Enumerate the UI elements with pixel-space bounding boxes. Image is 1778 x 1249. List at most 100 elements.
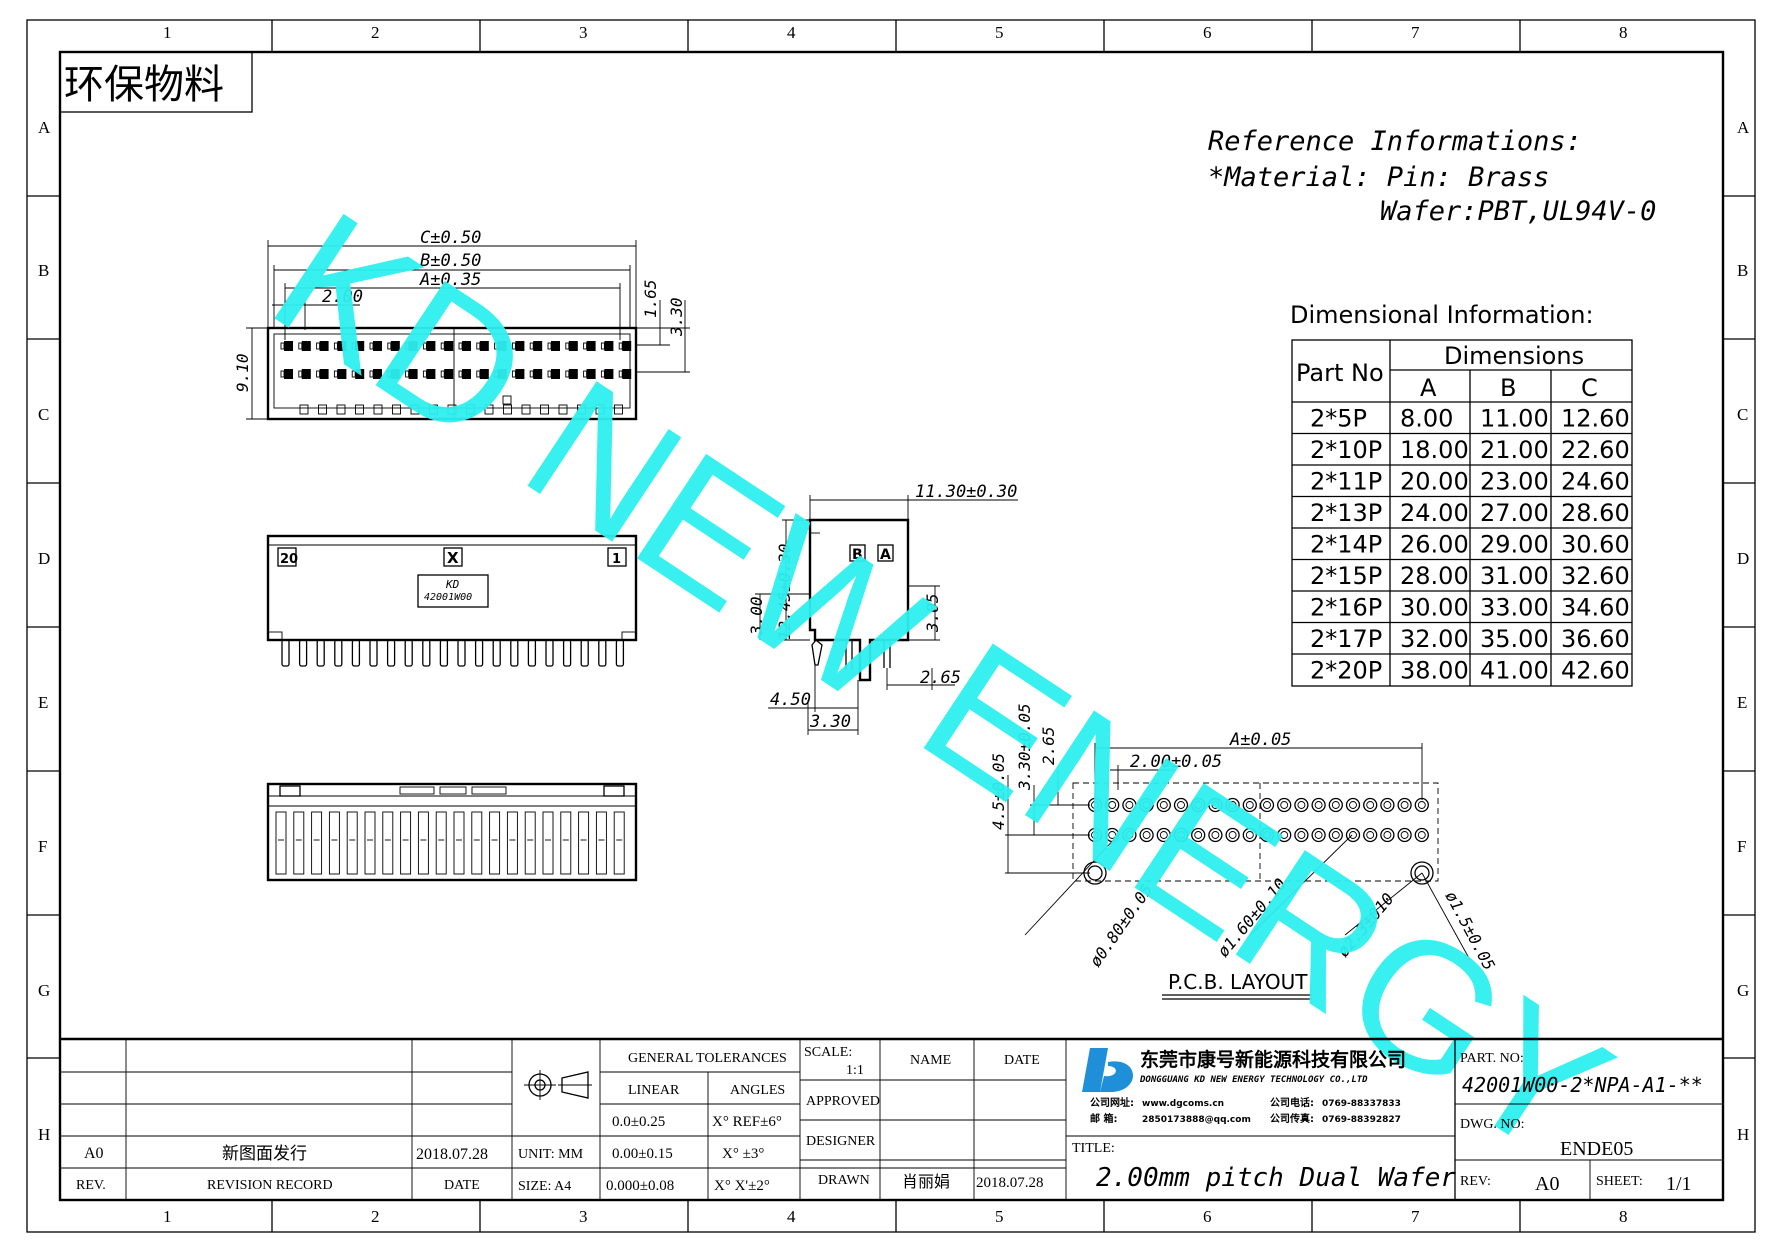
front-view <box>266 534 638 667</box>
company-logo-icon <box>1082 1048 1108 1092</box>
eco-stamp-box <box>59 51 253 113</box>
table-cell-c: 24.60 <box>1561 468 1630 496</box>
table-cell-a: 32.00 <box>1400 625 1469 653</box>
dim-top-b: B±0.50 <box>420 251 481 271</box>
dim-top-165: 1.65 <box>641 279 660 318</box>
row-label: G <box>38 981 50 1000</box>
column-label: 3 <box>579 23 588 42</box>
column-grid <box>271 20 1521 1232</box>
drawn-name: 肖丽娟 <box>902 1173 950 1191</box>
front-pin-1: 1 <box>612 552 621 567</box>
table-cell-a: 30.00 <box>1400 594 1469 622</box>
title-block <box>60 1037 1723 1200</box>
row-label: F <box>38 837 47 856</box>
date-header: DATE <box>1004 1053 1040 1068</box>
dimension-table-caption: Dimensional Information: <box>1290 301 1594 329</box>
table-cell-b: 27.00 <box>1480 499 1549 527</box>
designer-label: DESIGNER <box>806 1134 876 1149</box>
company-fax: 0769-88392827 <box>1322 1115 1401 1125</box>
column-label: 4 <box>787 23 796 42</box>
tol-angle-1: X° REF±6° <box>712 1114 782 1130</box>
table-cell-b: 33.00 <box>1480 594 1549 622</box>
company-web: www.dgcoms.cn <box>1142 1099 1224 1109</box>
dim-side-width: 11.30±0.30 <box>915 482 1017 502</box>
front-pin-x: X <box>447 549 459 567</box>
table-cell-b: 21.00 <box>1480 436 1549 464</box>
table-cell-c: 32.60 <box>1561 562 1630 590</box>
row-label: D <box>1737 549 1749 568</box>
table-header-b: B <box>1500 374 1516 402</box>
side-mark-a: A <box>880 547 891 563</box>
front-pin-20: 20 <box>280 552 298 567</box>
tol-linear-1: 0.0±0.25 <box>612 1114 665 1130</box>
table-cell-b: 41.00 <box>1480 657 1549 685</box>
dim-side-450: 4.50 <box>770 690 811 710</box>
drawn-label: DRAWN <box>818 1173 870 1188</box>
part-no: 42001W00-2*NPA-A1-** <box>1462 1073 1703 1097</box>
column-label: 8 <box>1619 23 1628 42</box>
side-view <box>755 495 1018 735</box>
table-cell-c: 42.60 <box>1561 657 1630 685</box>
rev-header-rev: REV. <box>76 1178 106 1193</box>
row-label: B <box>38 261 49 280</box>
tol-angle-2: X° ±3° <box>722 1146 764 1162</box>
table-cell-a: 18.00 <box>1400 436 1469 464</box>
row-label: H <box>1737 1125 1749 1144</box>
table-cell-part: 2*10P <box>1310 436 1382 464</box>
rev-row-date: 2018.07.28 <box>416 1146 488 1163</box>
top-view <box>246 240 690 421</box>
dwg-no: ENDE05 <box>1560 1138 1633 1160</box>
dim-side-305: 3.05 <box>923 593 942 633</box>
table-cell-c: 28.60 <box>1561 499 1630 527</box>
dwg-no-label: DWG. NO: <box>1460 1117 1525 1132</box>
scale-label: SCALE: <box>804 1045 852 1060</box>
row-label: F <box>1737 837 1746 856</box>
company-mail-label: 邮 箱: <box>1090 1112 1117 1125</box>
front-logo: KD <box>445 578 460 591</box>
table-cell-part: 2*14P <box>1310 531 1382 559</box>
row-label: H <box>38 1125 50 1144</box>
general-tolerances: GENERAL TOLERANCES <box>628 1051 787 1066</box>
sheet-label: SHEET: <box>1596 1174 1643 1189</box>
table-cell-part: 2*11P <box>1310 468 1382 496</box>
row-label: C <box>1737 405 1748 424</box>
table-cell-a: 38.00 <box>1400 657 1469 685</box>
table-header-dimensions: Dimensions <box>1444 342 1584 370</box>
pcb-layout <box>1005 743 1471 1000</box>
pcb-dim-pitch: 2.00±0.05 <box>1130 752 1222 772</box>
table-cell-part: 2*5P <box>1310 405 1367 433</box>
row-label: B <box>1737 261 1748 280</box>
row-label: E <box>38 693 48 712</box>
tol-angle-3: X° X'±2° <box>714 1178 770 1194</box>
outer-border <box>26 19 1756 1233</box>
dim-top-330: 3.30 <box>667 297 686 337</box>
row-label: G <box>1737 981 1749 1000</box>
company-name-cn: 东莞市康号新能源科技有限公司 <box>1140 1048 1406 1071</box>
pcb-dim-265: 2.65 <box>1039 726 1058 765</box>
table-cell-part: 2*17P <box>1310 625 1382 653</box>
approved-label: APPROVED <box>806 1094 880 1109</box>
company-web-label: 公司网址: <box>1090 1096 1134 1109</box>
column-label: 1 <box>163 1207 172 1226</box>
rev-row-record: 新图面发行 <box>222 1144 307 1163</box>
row-label: D <box>38 549 50 568</box>
company-name-en: DONGGUANG KD NEW ENERGY TECHNOLOGY CO.,L… <box>1139 1075 1368 1085</box>
row-grid <box>27 195 1755 1059</box>
column-label: 2 <box>371 1207 380 1226</box>
column-label: 6 <box>1203 23 1212 42</box>
company-tel-label: 公司电话: <box>1270 1096 1314 1109</box>
table-cell-b: 31.00 <box>1480 562 1549 590</box>
table-cell-b: 11.00 <box>1480 405 1549 433</box>
pcb-dim-45: 4.5±0.05 <box>989 753 1008 830</box>
reference-material: *Material: Pin: Brass <box>1208 162 1549 193</box>
column-label: 2 <box>371 23 380 42</box>
table-cell-a: 8.00 <box>1400 405 1453 433</box>
column-label: 4 <box>787 1207 796 1226</box>
dim-top-c: C±0.50 <box>420 228 481 248</box>
table-cell-part: 2*16P <box>1310 594 1382 622</box>
column-label: 5 <box>995 1207 1004 1226</box>
dim-side-height: 12.45±0.30 <box>775 544 794 640</box>
